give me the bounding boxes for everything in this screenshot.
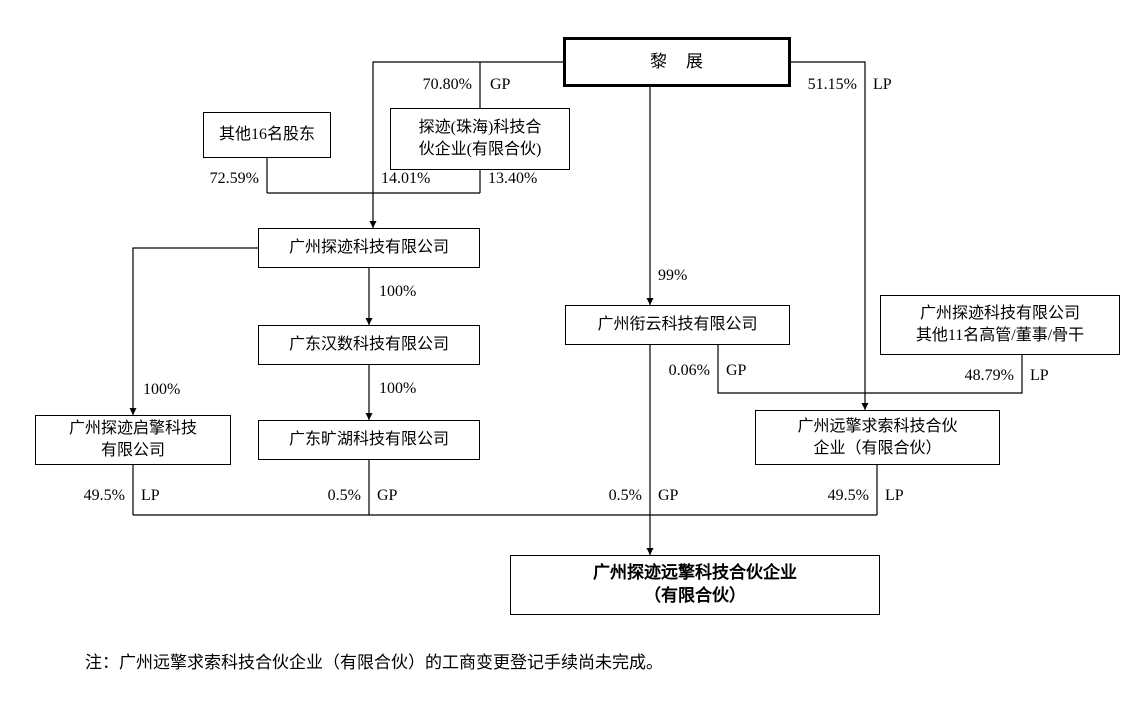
edge-pct-lizhan-tanjizhuhai: 70.80% [422,76,472,93]
entity-box-gd-kuanghu: 广东旷湖科技有限公司 [258,420,480,460]
edge-role-lizhan-yqqs: LP [873,76,892,93]
edge-pct-lizhan-yqqs: 51.15% [807,76,857,93]
edge-line-lizhan-yqqs [791,61,869,410]
entity-label-tanji-zhuhai: 探迹(珠海)科技合 伙企业(有限合伙) [418,119,542,158]
edge-pct-gztanji-qiqing: 100% [143,381,181,398]
edge-pct-lizhan-gztanji: 14.01% [381,170,431,187]
edge-role-qiqing-tanyuan: LP [141,487,160,504]
entity-label-xianyun: 广州衔云科技有限公司 [597,316,758,334]
edge-pct-other16-gztanji: 72.59% [209,170,259,187]
entity-label-tanyuan: 广州探迹远擎科技合伙企业 （有限合伙） [593,563,797,605]
entity-label-execs11: 广州探迹科技有限公司 其他11名高管/董事/骨干 [915,305,1085,344]
entity-label-lizhan: 黎 展 [650,51,704,71]
edge-pct-yqqs-tanyuan: 49.5% [827,487,869,504]
edge-role-lizhan-tanjizhuhai: GP [490,76,511,93]
edge-role-kuanghu-tanyuan: GP [377,487,398,504]
edge-pct-gztanji-hanshu: 100% [379,283,417,300]
entity-box-qiqing: 广州探迹启擎科技 有限公司 [35,415,231,465]
entity-box-execs11: 广州探迹科技有限公司 其他11名高管/董事/骨干 [880,295,1120,355]
edge-pct-hanshu-kuanghu: 100% [379,380,417,397]
edge-pct-execs-yqqs: 48.79% [964,367,1014,384]
entity-label-yqqs: 广州远擎求索科技合伙 企业（有限合伙） [797,417,958,457]
entity-box-yqqs: 广州远擎求索科技合伙 企业（有限合伙） [755,410,1000,465]
edge-pct-xianyun-yqqs: 0.06% [668,362,710,379]
entity-label-gd-kuanghu: 广东旷湖科技有限公司 [288,431,449,449]
edge-line-lizhan-gztanji [369,61,563,228]
edge-pct-kuanghu-tanyuan: 0.5% [327,487,361,504]
edge-role-execs-yqqs: LP [1030,367,1049,384]
edge-role-yqqs-tanyuan: LP [885,487,904,504]
footnote: 注：广州远擎求索科技合伙企业（有限合伙）的工商变更登记手续尚未完成。 [85,653,663,672]
edge-pct-lizhan-xianyun: 99% [658,267,688,284]
entity-box-other16: 其他16名股东 [203,112,331,158]
entity-label-gz-tanji: 广州探迹科技有限公司 [288,239,449,257]
edge-line-gztanji-qiqing [129,247,258,415]
edge-role-xianyun-tanyuan: GP [658,487,679,504]
entity-box-tanyuan: 广州探迹远擎科技合伙企业 （有限合伙） [510,555,880,615]
entity-box-gz-tanji: 广州探迹科技有限公司 [258,228,480,268]
edge-pct-qiqing-tanyuan: 49.5% [83,487,125,504]
entity-label-other16: 其他16名股东 [218,126,315,144]
entity-label-gd-hanshu: 广东汉数科技有限公司 [288,336,449,354]
edge-pct-xianyun-tanyuan: 0.5% [608,487,642,504]
entity-label-qiqing: 广州探迹启擎科技 有限公司 [68,420,197,459]
edge-line-xianyun-execs-bus [717,345,1023,394]
edge-pct-tanjizhuhai-gztanji: 13.40% [488,170,538,187]
entity-box-lizhan: 黎 展 [563,37,791,87]
entity-box-tanji-zhuhai: 探迹(珠海)科技合 伙企业(有限合伙) [390,108,570,170]
entity-box-gd-hanshu: 广东汉数科技有限公司 [258,325,480,365]
entity-box-xianyun: 广州衔云科技有限公司 [565,305,790,345]
edge-role-xianyun-yqqs: GP [726,362,747,379]
